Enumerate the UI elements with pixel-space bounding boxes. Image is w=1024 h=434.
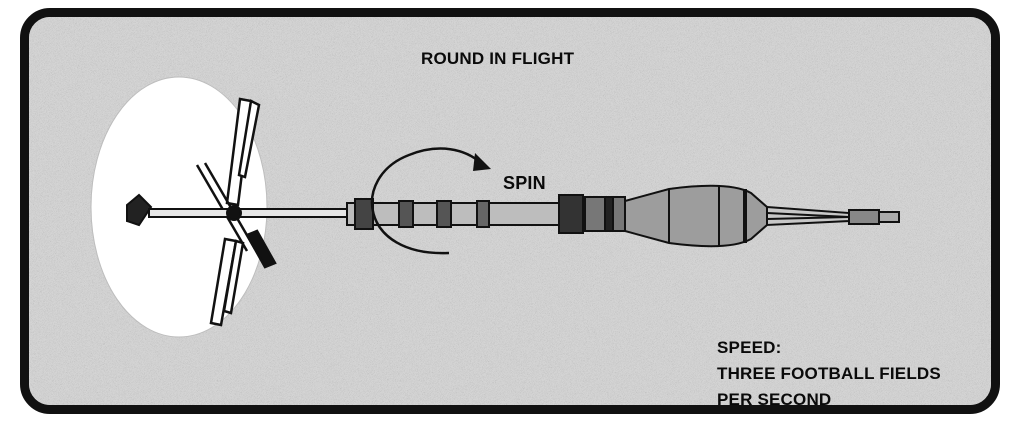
motor-tube — [346, 194, 626, 234]
diagram-title: ROUND IN FLIGHT — [421, 49, 575, 68]
speed-line: PER SECOND — [717, 390, 832, 409]
speed-line: THREE FOOTBALL FIELDS — [717, 364, 941, 383]
diagram-panel: ROUND IN FLIGHT SPIN SPEED: THREE FOOTBA… — [20, 8, 1000, 414]
speed-note: SPEED: THREE FOOTBALL FIELDS PER SECOND — [717, 335, 941, 409]
rocket-illustration — [90, 76, 900, 338]
spin-label: SPIN — [503, 173, 546, 193]
warhead — [624, 184, 900, 248]
spin-arrow — [370, 147, 491, 255]
speed-line: SPEED: — [717, 338, 782, 357]
